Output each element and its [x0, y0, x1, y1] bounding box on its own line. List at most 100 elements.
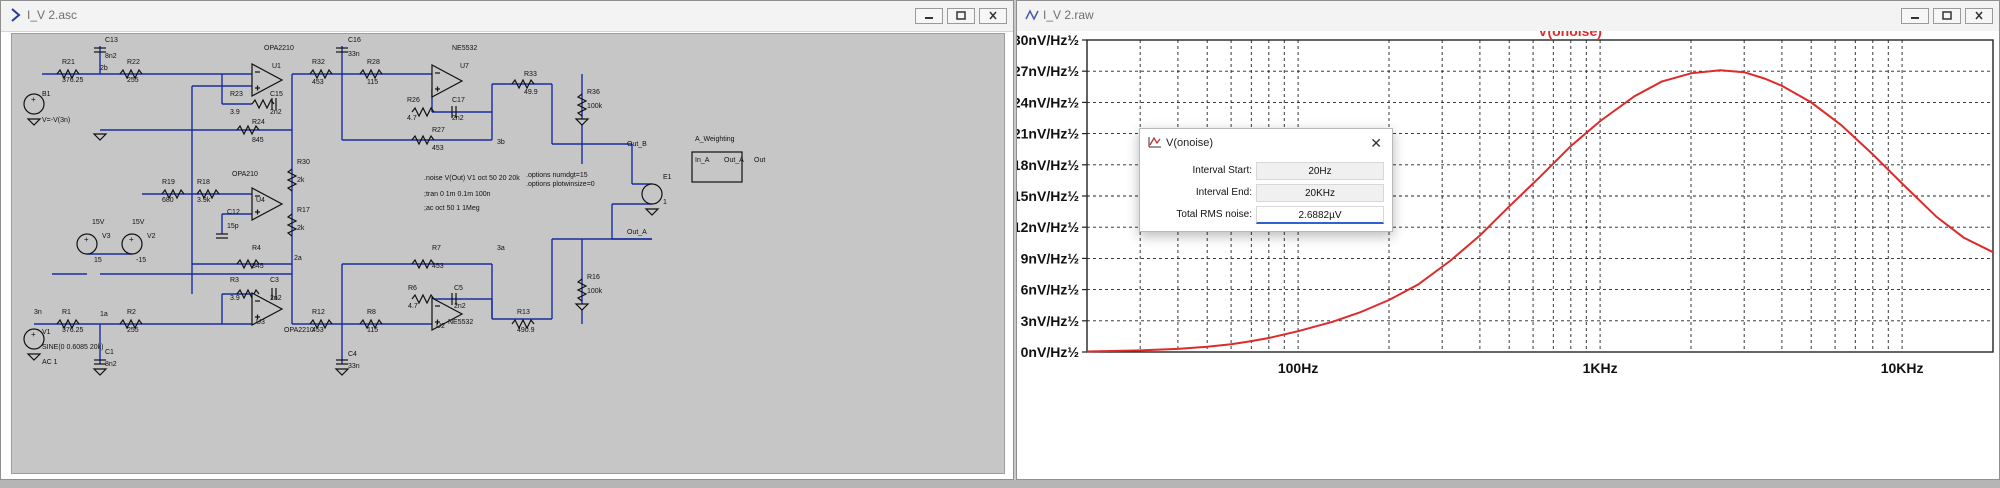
- schematic-label: R4: [252, 245, 261, 252]
- waveform-titlebar[interactable]: I_V 2.raw: [1017, 1, 1999, 32]
- schematic-label: 49.9: [524, 89, 538, 96]
- schematic-label: U2: [436, 323, 445, 330]
- schematic-label: 255: [127, 327, 139, 334]
- ltspice-schematic-icon: [11, 8, 21, 22]
- y-tick-label: 12nV/Hz½: [1017, 219, 1079, 235]
- dialog-close-icon[interactable]: ✕: [1370, 135, 1382, 151]
- schematic-label: 115: [367, 327, 378, 334]
- y-tick-label: 21nV/Hz½: [1017, 126, 1079, 142]
- schematic-label: Out_A: [724, 157, 744, 164]
- close-button[interactable]: [1965, 8, 1993, 24]
- schematic-label: .options numdgt=15: [526, 172, 588, 179]
- schematic-label: 2n2: [452, 115, 464, 122]
- schematic-label: .options plotwinsize=0: [526, 181, 595, 188]
- chart-title: V(onoise): [1538, 31, 1602, 39]
- dialog-header[interactable]: V(onoise) ✕: [1140, 129, 1392, 157]
- schematic-label: SINE(0 0.6085 20k): [42, 344, 103, 351]
- schematic-label: V=-V(3n): [42, 117, 70, 124]
- minimize-icon: [925, 17, 933, 19]
- close-button[interactable]: [979, 8, 1007, 24]
- schematic-label: C16: [348, 37, 361, 44]
- schematic-label: AC 1: [42, 359, 58, 366]
- minimize-button[interactable]: [915, 8, 943, 24]
- schematic-label: 3.9k: [197, 197, 211, 204]
- x-tick-label: 10KHz: [1881, 360, 1924, 376]
- schematic-label: C3: [270, 277, 279, 284]
- interval-start-field[interactable]: 20Hz: [1256, 162, 1384, 180]
- schematic-label: -15: [136, 257, 146, 264]
- schematic-label: 100k: [587, 103, 603, 110]
- taskbar-strip: [0, 480, 2000, 488]
- schematic-label: C12: [227, 209, 240, 216]
- minimize-button[interactable]: [1901, 8, 1929, 24]
- schematic-label: ;ac oct 50 1 1Meg: [424, 205, 480, 212]
- close-icon: [989, 11, 997, 20]
- schematic-label: In_A: [695, 157, 710, 164]
- y-tick-label: 3nV/Hz½: [1021, 313, 1080, 329]
- schematic-label: C17: [452, 97, 465, 104]
- y-tick-label: 15nV/Hz½: [1017, 188, 1079, 204]
- interval-end-row: Interval End: 20KHz: [1140, 184, 1392, 204]
- schematic-label: 4.7: [408, 303, 418, 310]
- maximize-button[interactable]: [947, 8, 975, 24]
- schematic-label: U4: [256, 197, 265, 204]
- schematic-label: 680: [162, 197, 174, 204]
- y-tick-label: 18nV/Hz½: [1017, 157, 1079, 173]
- schematic-label: V1: [42, 329, 51, 336]
- rms-value-field[interactable]: 2.6882µV: [1256, 206, 1384, 224]
- rms-row: Total RMS noise: 2.6882µV: [1140, 206, 1392, 226]
- y-tick-label: 24nV/Hz½: [1017, 94, 1079, 110]
- schematic-label: 2n2: [270, 109, 282, 116]
- schematic-label: Out: [754, 157, 765, 164]
- schematic-label: 3a: [497, 245, 505, 252]
- schematic-label: 2k: [297, 225, 305, 232]
- schematic-label: ;tran 0 1m 0.1m 100n: [424, 191, 491, 198]
- schematic-label: R17: [297, 207, 310, 214]
- schematic-label: R22: [127, 59, 140, 66]
- schematic-label: U7: [460, 63, 469, 70]
- schematic-label: Out_B: [627, 141, 647, 148]
- x-tick-label: 100Hz: [1278, 360, 1318, 376]
- svg-text:+: +: [129, 235, 134, 244]
- schematic-label: R26: [407, 97, 420, 104]
- schematic-label: U1: [272, 63, 281, 70]
- schematic-titlebar[interactable]: I_V 2.asc: [1, 1, 1013, 32]
- y-tick-label: 30nV/Hz½: [1017, 32, 1079, 48]
- schematic-label: R1: [62, 309, 71, 316]
- schematic-label: 376.25: [62, 77, 84, 84]
- schematic-drawing[interactable]: ++++ C138n22bR21376.25R22255OPA2210U1R32…: [12, 34, 1004, 473]
- maximize-button[interactable]: [1933, 8, 1961, 24]
- schematic-label: R36: [587, 89, 600, 96]
- schematic-label: C13: [105, 37, 118, 44]
- x-tick-label: 1KHz: [1583, 360, 1618, 376]
- schematic-label: R18: [197, 179, 210, 186]
- schematic-label: 845: [252, 263, 264, 270]
- schematic-label: R2: [127, 309, 136, 316]
- schematic-label: 3b: [497, 139, 505, 146]
- schematic-label: C5: [454, 285, 463, 292]
- y-tick-label: 6nV/Hz½: [1021, 282, 1080, 298]
- y-tick-label: 0nV/Hz½: [1021, 344, 1080, 360]
- schematic-label: 4.7: [407, 115, 417, 122]
- schematic-label: R19: [162, 179, 175, 186]
- schematic-label: U3: [256, 319, 265, 326]
- interval-start-label: Interval Start:: [1192, 165, 1252, 176]
- noise-trace[interactable]: [1086, 69, 1994, 353]
- schematic-label: 490.9: [517, 327, 535, 334]
- schematic-label: 453: [432, 263, 444, 270]
- maximize-icon: [1942, 11, 1952, 20]
- schematic-label: 33n: [348, 51, 360, 58]
- schematic-label: OPA2210: [264, 45, 294, 52]
- schematic-label: NE5532: [452, 45, 477, 52]
- noise-plot[interactable]: 0nV/Hz½3nV/Hz½6nV/Hz½9nV/Hz½12nV/Hz½15nV…: [1013, 23, 1999, 479]
- interval-end-field[interactable]: 20KHz: [1256, 184, 1384, 202]
- rms-label: Total RMS noise:: [1176, 209, 1252, 220]
- svg-text:+: +: [31, 330, 36, 339]
- schematic-label: R13: [517, 309, 530, 316]
- interval-start-row: Interval Start: 20Hz: [1140, 162, 1392, 182]
- schematic-label: R21: [62, 59, 75, 66]
- schematic-label: 453: [312, 327, 324, 334]
